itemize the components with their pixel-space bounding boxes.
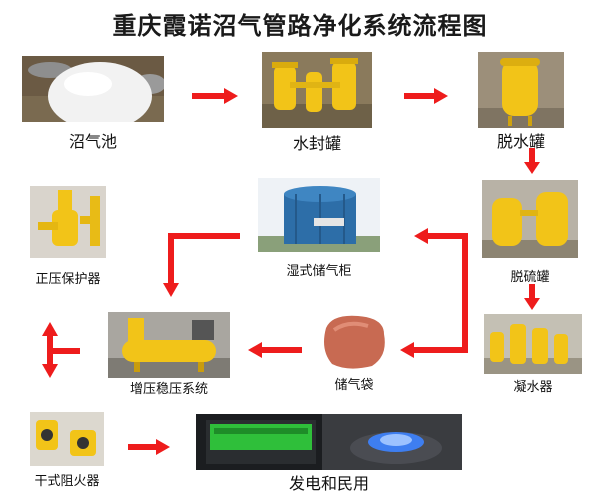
pressure-system-image [108, 312, 230, 378]
dry-flame-arrester-image [30, 412, 104, 466]
pressure-protector-label: 正压保护器 [35, 272, 101, 287]
double-arrow-protector-arrester [42, 322, 80, 378]
biogas-pit-label: 沼气池 [68, 132, 117, 151]
arrow-desulfur-to-condenser [524, 284, 540, 310]
diagram-title: 重庆霞诺沼气管路净化系统流程图 [112, 12, 488, 40]
pressure-system-label: 增压稳压系统 [129, 382, 208, 397]
power-civil-use-image [196, 414, 462, 470]
power-civil-use-label: 发电和民用 [288, 474, 369, 493]
dewater-tank-image [478, 52, 564, 128]
condenser-label: 凝水器 [513, 380, 553, 395]
dewater-tank-label: 脱水罐 [496, 132, 545, 151]
arrow-to-wet-gas-holder [414, 228, 468, 353]
dry-flame-arrester-label: 干式阻火器 [34, 474, 100, 489]
arrow-pit-to-water-seal [192, 88, 238, 104]
arrow-condenser-to-gas-bag [400, 342, 468, 358]
desulfur-tank-image [482, 180, 578, 258]
arrow-water-seal-to-dewater [404, 88, 448, 104]
biogas-pit-image [22, 56, 164, 122]
gas-bag-image [318, 310, 390, 372]
arrow-gas-bag-to-pressure-system [248, 342, 302, 358]
pressure-protector-image [30, 186, 106, 258]
wet-gas-holder-label: 湿式储气柜 [286, 264, 352, 279]
condenser-image [484, 314, 582, 374]
arrow-arrester-to-power [128, 439, 170, 455]
gas-bag-label: 储气袋 [334, 378, 374, 393]
water-seal-tank-image [262, 52, 372, 128]
wet-gas-holder-image [258, 178, 380, 252]
water-seal-tank-label: 水封罐 [292, 134, 341, 153]
arrow-wet-gas-holder-to-pressure-system [163, 233, 240, 297]
desulfur-tank-label: 脱硫罐 [510, 270, 550, 285]
